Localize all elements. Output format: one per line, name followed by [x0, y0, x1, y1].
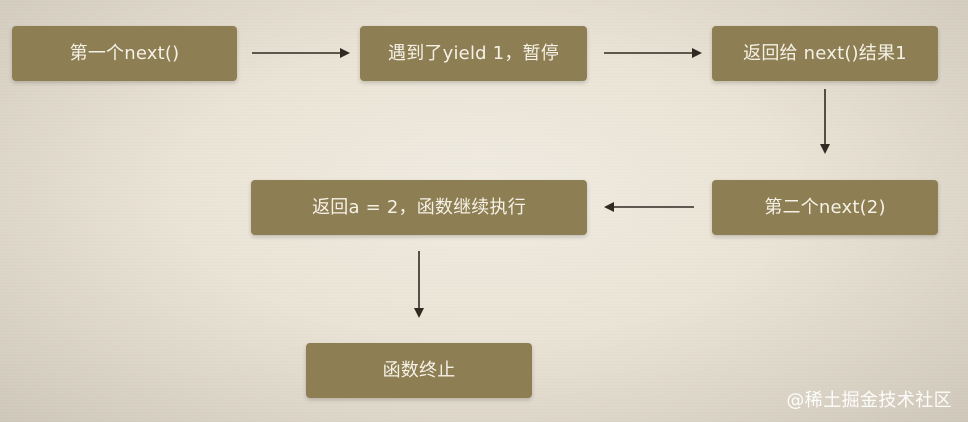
node-second-next: 第二个next(2) [712, 180, 938, 235]
watermark-text: @稀土掘金技术社区 [786, 390, 952, 411]
node-resume-execution: 返回a = 2，函数继续执行 [251, 180, 587, 235]
node-yield-pause: 遇到了yield 1，暂停 [360, 26, 587, 81]
node-return-result: 返回给 next()结果1 [712, 26, 938, 81]
node-first-next: 第一个next() [12, 26, 237, 81]
node-function-end: 函数终止 [306, 343, 532, 398]
